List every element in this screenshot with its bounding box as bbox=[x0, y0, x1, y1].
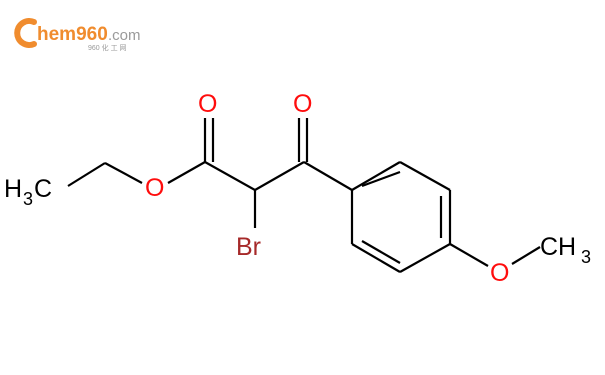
bond-c-ester-calpha bbox=[204, 161, 256, 191]
bond-ch2-o bbox=[104, 162, 143, 184]
atom-ch3-right-ch: CH bbox=[540, 233, 576, 261]
ring-bond-5 bbox=[351, 243, 401, 273]
ring-bond-4 bbox=[399, 243, 451, 273]
ring-bond-1 bbox=[351, 161, 401, 191]
bond-ring-o-methoxy bbox=[449, 243, 489, 267]
atom-ch3-left: H 3 C bbox=[4, 175, 52, 209]
atom-br: Br bbox=[236, 233, 261, 261]
bonds bbox=[67, 118, 541, 273]
atom-labels: H 3 C O O O Br O CH 3 bbox=[4, 90, 591, 287]
logo-subtitle: 960 化 工 网 bbox=[88, 43, 127, 52]
ring-inner-1 bbox=[361, 170, 401, 188]
atom-ch3-left-h: H bbox=[4, 175, 22, 203]
bond-calpha-c-ketone bbox=[254, 161, 305, 191]
logo-c-mark bbox=[14, 18, 37, 48]
bond-o-c-ester bbox=[167, 161, 206, 184]
atom-ch3-left-count: 3 bbox=[23, 189, 33, 209]
atom-ch3-right: CH 3 bbox=[540, 233, 591, 267]
atom-o-carbonyl-1: O bbox=[198, 90, 217, 118]
bond-c-ketone-ring bbox=[303, 161, 353, 191]
bond-ch3-ch2 bbox=[67, 162, 106, 187]
atom-o-carbonyl-2: O bbox=[293, 90, 312, 118]
atom-o-ester: O bbox=[145, 174, 164, 202]
ring-bond-2 bbox=[399, 161, 451, 191]
bond-o-ch3 bbox=[511, 246, 541, 265]
atom-o-methoxy: O bbox=[490, 259, 509, 287]
ring-inner-3 bbox=[361, 240, 401, 264]
atom-ch3-right-count: 3 bbox=[581, 247, 591, 267]
logo-suffix: .com bbox=[108, 27, 141, 44]
chem960-logo: hem960 .com 960 化 工 网 bbox=[14, 18, 141, 52]
atom-ch3-left-c: C bbox=[34, 175, 52, 203]
logo-text: hem960 bbox=[37, 24, 108, 45]
